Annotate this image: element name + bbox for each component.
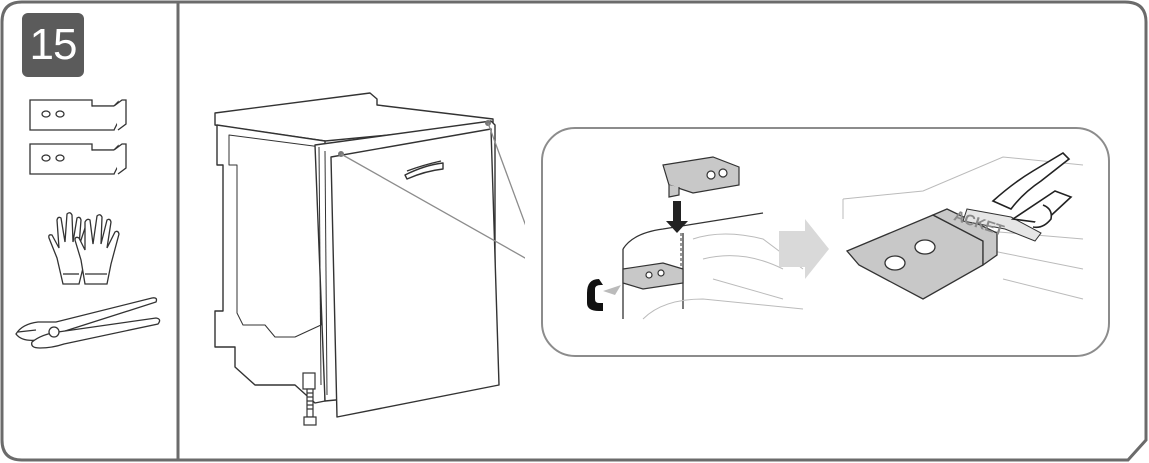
arrow-right-icon <box>779 219 829 279</box>
bracket-install-detail <box>587 151 1084 320</box>
step-number-badge: 15 <box>22 13 84 77</box>
bracket-icon <box>29 99 127 175</box>
detail-panel: ACKET <box>541 127 1110 357</box>
dishwasher-illustration <box>214 92 525 426</box>
pliers-icon <box>15 297 161 349</box>
gloves-icon <box>48 212 120 285</box>
